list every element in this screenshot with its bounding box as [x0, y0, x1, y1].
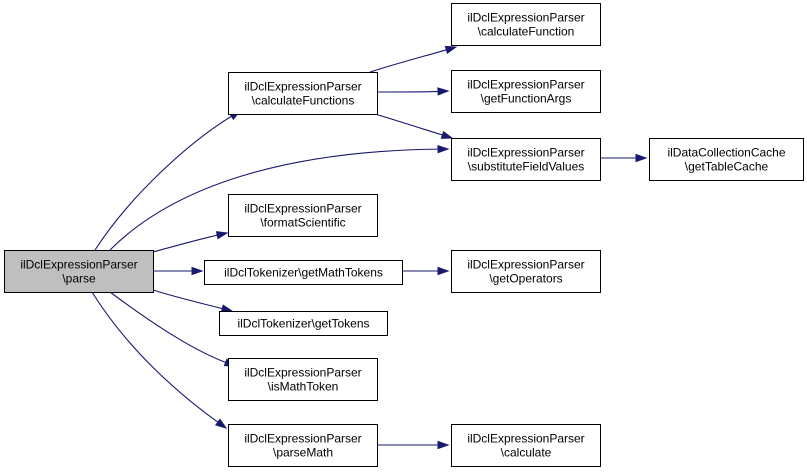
edges-layer: [91, 45, 648, 450]
node-class-label: ilDclExpressionParser: [467, 11, 584, 25]
node-class-label: ilDclExpressionParser: [244, 80, 361, 94]
arrowhead: [220, 304, 234, 313]
edge-calculateFunctions-to-getFunctionArgs: [376, 87, 450, 96]
node-method-label: \getFunctionArgs: [481, 92, 572, 106]
edge-line: [152, 289, 223, 310]
node-box: [451, 424, 601, 467]
edge-substituteFieldValues-to-getTableCache: [599, 153, 648, 163]
node-box: [228, 194, 378, 237]
node-class-label: ilDclExpressionParser: [467, 146, 584, 160]
node-method-label: \getTableCache: [685, 160, 769, 174]
edge-line: [91, 291, 219, 423]
node-method-label: \getOperators: [489, 272, 562, 286]
edge-parse-to-getMathTokens: [152, 266, 204, 276]
node-class-label: ilDclExpressionParser: [244, 202, 361, 216]
edge-parse-to-calculateFunctions: [94, 110, 242, 251]
edge-parse-to-getTokens: [152, 289, 234, 313]
node-method-label: \substituteFieldValues: [468, 160, 585, 174]
node-box: [451, 250, 601, 293]
node-box: [451, 138, 601, 181]
node-substituteFieldValues[interactable]: ilDclExpressionParser\substituteFieldVal…: [451, 138, 601, 181]
node-calculateFunction[interactable]: ilDclExpressionParser\calculateFunction: [451, 3, 601, 46]
arrowhead: [437, 266, 450, 276]
node-method-label: \parseMath: [273, 446, 333, 460]
node-getFunctionArgs[interactable]: ilDclExpressionParser\getFunctionArgs: [451, 70, 601, 113]
edge-line: [109, 291, 226, 363]
arrowhead: [437, 440, 450, 450]
edge-line: [376, 90, 439, 93]
arrowhead: [215, 231, 229, 240]
edge-parse-to-formatScientific: [152, 231, 229, 253]
node-class-label: ilDclExpressionParser: [467, 432, 584, 446]
node-getMathTokens[interactable]: ilDclTokenizer\getMathTokens: [204, 260, 403, 285]
node-class-label: ilDclTokenizer\getMathTokens: [224, 266, 383, 280]
node-box: [451, 3, 601, 46]
node-box: [451, 70, 601, 113]
node-class-label: ilDclExpressionParser: [467, 258, 584, 272]
node-method-label: \parse: [62, 272, 96, 286]
edge-parseMath-to-calculate: [377, 440, 450, 450]
node-box: [649, 138, 804, 181]
edge-line: [374, 113, 443, 136]
edge-calculateFunctions-to-calculateFunction: [369, 45, 458, 73]
arrowhead: [215, 418, 228, 429]
node-calculateFunctions[interactable]: ilDclExpressionParser\calculateFunctions: [228, 72, 378, 115]
node-method-label: \isMathToken: [268, 380, 339, 394]
node-box: [228, 358, 378, 401]
node-box: [228, 72, 378, 115]
node-box: [219, 311, 388, 336]
arrowhead: [437, 144, 450, 154]
edge-parse-to-isMathToken: [109, 291, 237, 367]
edge-parse-to-substituteFieldValues: [109, 144, 450, 251]
arrowhead: [440, 130, 454, 139]
edge-getMathTokens-to-getOperators: [401, 266, 450, 276]
edge-calculateFunctions-to-substituteFieldValues: [374, 113, 454, 139]
node-class-label: ilDclExpressionParser: [244, 432, 361, 446]
node-getTableCache[interactable]: ilDataCollectionCache\getTableCache: [649, 138, 804, 181]
edge-line: [152, 234, 218, 253]
edge-line: [109, 148, 439, 251]
arrowhead: [437, 87, 450, 96]
node-method-label: \calculateFunctions: [252, 94, 355, 108]
arrowhead: [444, 45, 458, 54]
node-class-label: ilDclTokenizer\getTokens: [237, 317, 369, 331]
node-class-label: ilDataCollectionCache: [667, 146, 785, 160]
node-class-label: ilDclExpressionParser: [20, 258, 137, 272]
node-getOperators[interactable]: ilDclExpressionParser\getOperators: [451, 250, 601, 293]
node-parse[interactable]: ilDclExpressionParser\parse: [4, 250, 154, 293]
node-formatScientific[interactable]: ilDclExpressionParser\formatScientific: [228, 194, 378, 237]
nodes-layer: ilDclExpressionParser\parseilDclExpressi…: [4, 3, 804, 467]
node-parseMath[interactable]: ilDclExpressionParser\parseMath: [228, 424, 378, 467]
node-method-label: \formatScientific: [260, 216, 345, 230]
node-box: [204, 260, 403, 285]
arrowhead: [191, 266, 204, 276]
node-getTokens[interactable]: ilDclTokenizer\getTokens: [219, 311, 388, 336]
node-box: [4, 250, 154, 293]
node-class-label: ilDclExpressionParser: [244, 366, 361, 380]
node-calculate[interactable]: ilDclExpressionParser\calculate: [451, 424, 601, 467]
arrowhead: [635, 153, 648, 163]
node-method-label: \calculate: [501, 446, 552, 460]
node-method-label: \calculateFunction: [478, 25, 575, 39]
node-box: [228, 424, 378, 467]
edge-parse-to-parseMath: [91, 291, 228, 429]
edge-line: [94, 115, 232, 251]
edge-line: [369, 49, 447, 73]
node-isMathToken[interactable]: ilDclExpressionParser\isMathToken: [228, 358, 378, 401]
node-class-label: ilDclExpressionParser: [467, 78, 584, 92]
